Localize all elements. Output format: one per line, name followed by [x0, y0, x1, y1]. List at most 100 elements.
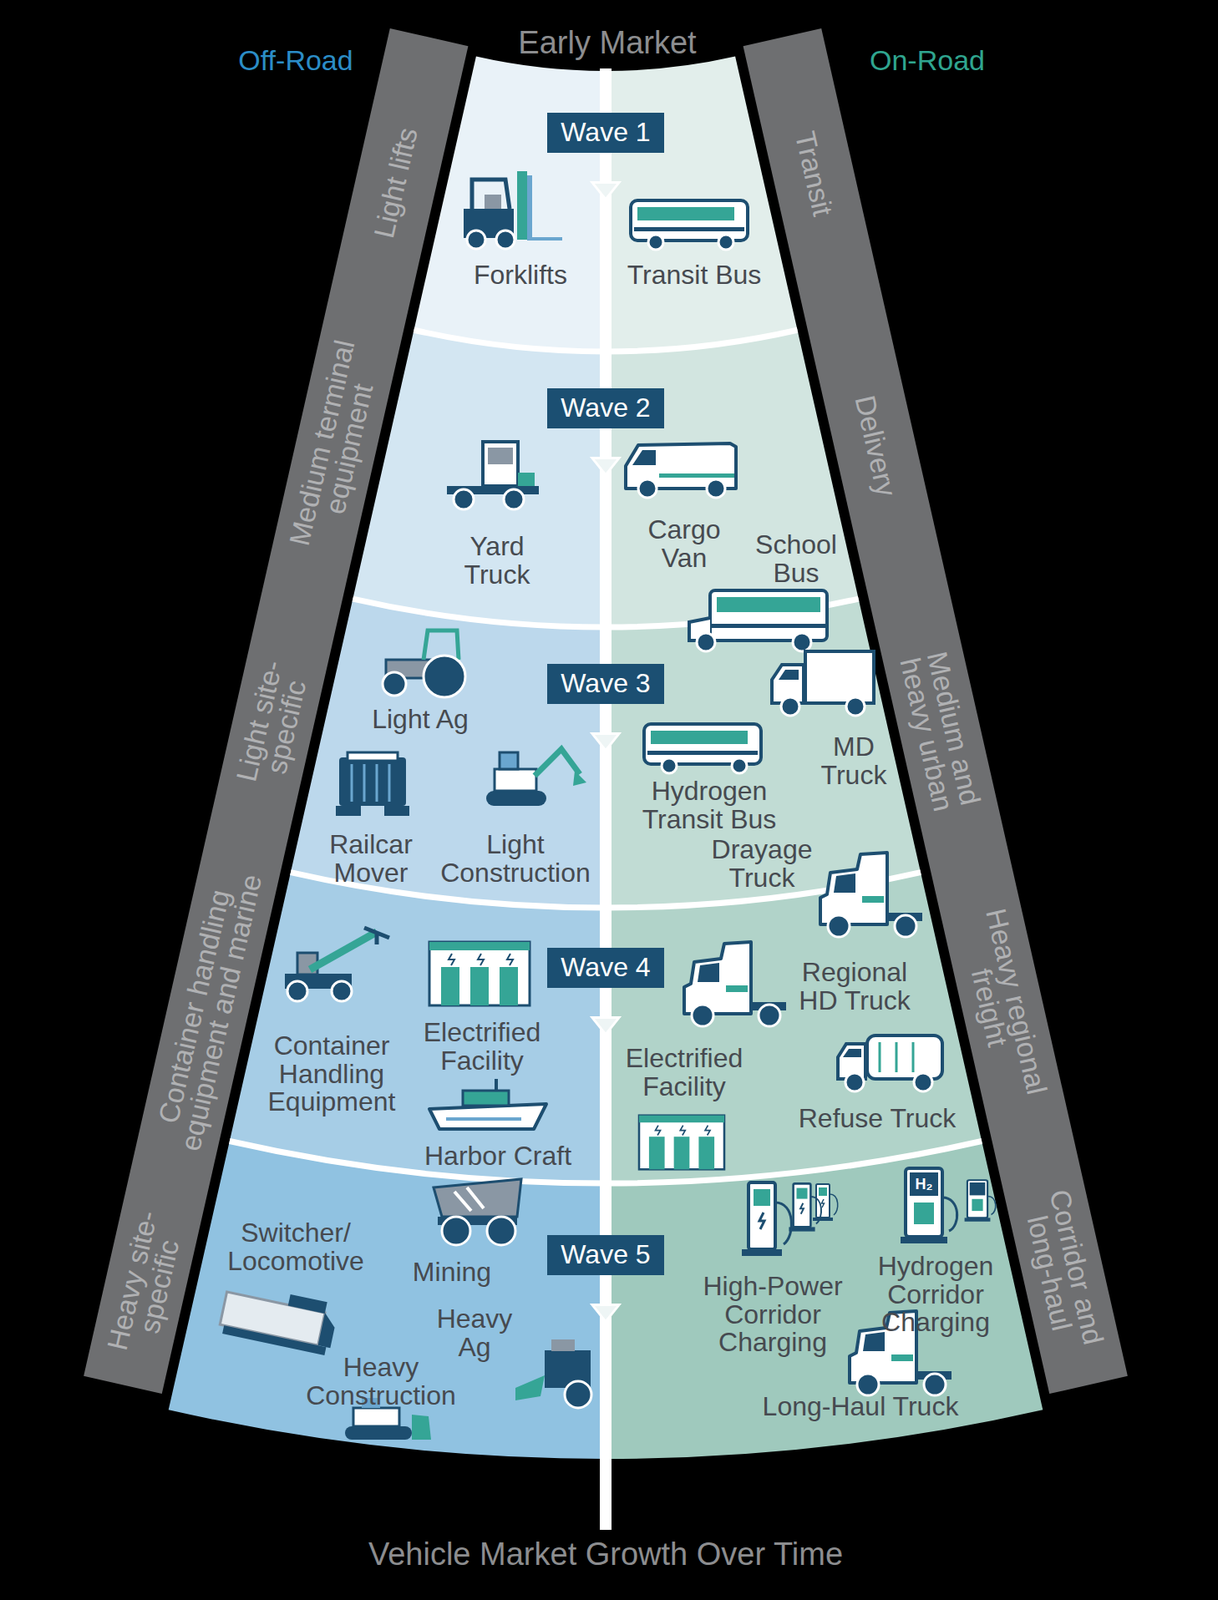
excavator-icon — [499, 752, 518, 770]
cargo-van-icon — [638, 479, 657, 498]
refuse-truck-icon — [842, 1049, 862, 1058]
vehicle-label: Container Handling Equipment — [256, 1032, 407, 1117]
vehicle-label: Heavy Ag — [432, 1305, 517, 1362]
on-road-band — [605, 56, 798, 352]
container-handler-icon — [309, 932, 377, 970]
vehicle-label: Refuse Truck — [798, 1105, 957, 1134]
locomotive-icon — [222, 1325, 326, 1356]
vehicle-label: Yard Truck — [451, 532, 544, 589]
vehicle-label: Drayage Truck — [703, 836, 821, 893]
mining-truck-icon — [433, 1179, 522, 1246]
regional-hd-truck-icon — [684, 942, 787, 1027]
yard-truck-icon — [487, 447, 513, 465]
light-ag-tractor-icon — [382, 672, 406, 696]
yard-truck-icon — [517, 472, 535, 487]
vehicle-label: Regional HD Truck — [787, 959, 922, 1015]
yard-truck-icon — [453, 489, 474, 510]
locomotive-icon — [318, 1313, 338, 1349]
excavator-icon — [573, 771, 587, 787]
heading-label: H₂ — [915, 1177, 934, 1193]
refuse-truck-icon — [845, 1073, 864, 1092]
vehicle-label: School Bus — [750, 531, 843, 588]
vehicle-label: Mining — [412, 1258, 492, 1288]
wave-box: Wave 2 — [547, 388, 664, 428]
light-ag-tractor-icon — [423, 655, 466, 698]
harbor-craft-icon — [446, 1117, 522, 1122]
forklift-icon — [496, 230, 515, 249]
railcar-mover-icon — [384, 806, 410, 817]
wave-arrow — [592, 734, 620, 752]
forklift-icon — [527, 175, 533, 239]
excavator-icon — [486, 749, 587, 807]
mining-truck-icon — [441, 1217, 471, 1246]
forklift-icon — [527, 237, 563, 241]
vehicle-label: Cargo Van — [638, 516, 731, 573]
school-bus-icon — [710, 624, 828, 629]
school-bus-icon — [689, 590, 828, 652]
electrified-facility-icon — [639, 1116, 725, 1171]
harbor-craft-icon — [429, 1104, 547, 1130]
vehicle-label: Light Ag — [371, 705, 469, 735]
refuse-truck-icon — [867, 1035, 943, 1080]
hydrogen-pump-icon — [900, 1168, 958, 1244]
wave-label: Wave 3 — [560, 669, 650, 699]
excavator-icon — [486, 791, 547, 807]
dozer-icon — [345, 1426, 412, 1441]
charger-icon — [812, 1184, 838, 1222]
vehicle-label: MD Truck — [812, 733, 896, 790]
category-label: Medium and heavy urban — [894, 644, 986, 820]
electrified-facility-icon — [429, 942, 530, 1006]
container-handler-icon — [364, 928, 390, 945]
category-label: Delivery — [850, 393, 901, 500]
charger-icon — [741, 1182, 792, 1257]
forklift-icon — [517, 171, 528, 240]
combine-icon — [551, 1339, 575, 1352]
hydrogen-pump-icon — [964, 1180, 996, 1223]
vehicle-label: Harbor Craft — [424, 1142, 572, 1172]
combine-icon — [515, 1339, 592, 1409]
vehicle-label: Long-Haul Truck — [762, 1393, 960, 1422]
heading-label: Vehicle Market Growth Over Time — [368, 1538, 843, 1573]
category-label: Transit — [790, 129, 837, 219]
vehicle-label: Electrified Facility — [406, 1019, 558, 1076]
school-bus-icon — [696, 633, 716, 652]
railcar-mover-icon — [347, 752, 398, 762]
forklift-icon — [471, 179, 510, 209]
category-label: Medium terminal equipment — [284, 329, 389, 563]
off-road-band — [168, 1141, 606, 1460]
harbor-craft-icon — [429, 1079, 547, 1130]
wave-box: Wave 5 — [547, 1235, 664, 1275]
yard-truck-icon — [482, 441, 518, 487]
excavator-icon — [494, 769, 537, 792]
dozer-icon — [353, 1408, 400, 1427]
excavator-icon — [534, 749, 580, 777]
refuse-truck-icon — [837, 1035, 943, 1092]
container-handler-icon — [287, 981, 308, 1002]
cargo-van-icon — [706, 479, 726, 498]
vehicle-label: Light Construction — [431, 831, 599, 888]
category-label: Corridor and long-haul — [1015, 1177, 1110, 1365]
wave-arrow — [592, 1305, 620, 1323]
category-label: Heavy site-specific — [99, 1192, 193, 1376]
md-truck-icon — [771, 651, 874, 716]
category-label: Light lifts — [370, 125, 422, 241]
vehicle-label: Forklifts — [473, 261, 568, 290]
wave-box: Wave 1 — [547, 112, 664, 153]
off-road-band — [413, 56, 606, 352]
vehicle-label: Hydrogen Transit Bus — [625, 777, 793, 834]
category-label: Light site-specific — [225, 628, 321, 820]
railcar-mover-icon — [335, 806, 361, 817]
railcar-mover-icon — [339, 757, 406, 807]
cargo-van-icon — [659, 473, 735, 478]
harbor-craft-icon — [494, 1079, 498, 1092]
forklift-icon — [463, 171, 563, 249]
dozer-icon — [411, 1415, 432, 1441]
heading-label: Early Market — [517, 26, 696, 61]
vehicle-label: Electrified Facility — [609, 1045, 760, 1102]
heading-label: On-Road — [869, 45, 985, 77]
container-handler-icon — [284, 928, 390, 1002]
school-bus-icon — [792, 633, 812, 652]
forklift-icon — [466, 230, 486, 249]
